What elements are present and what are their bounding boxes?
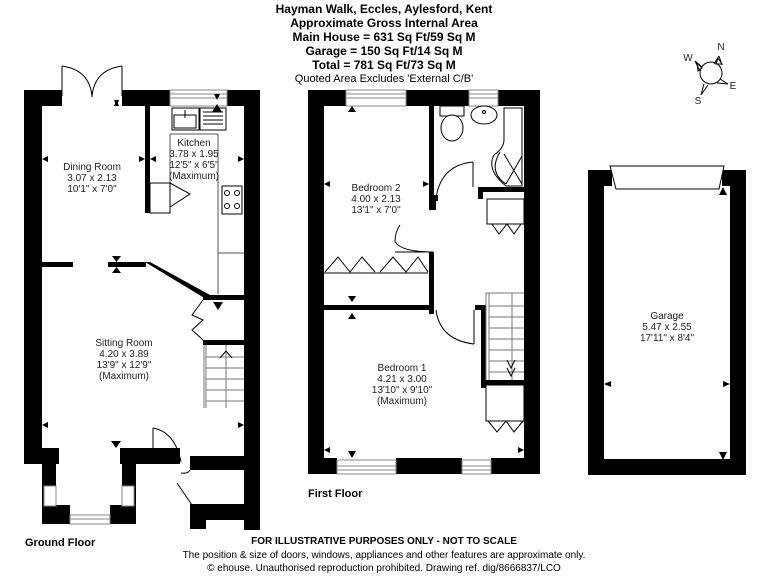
bay-window-icon	[43, 485, 135, 525]
room-imperial: 13'10" x 9'10"	[372, 385, 433, 396]
room-metric: 4.00 x 2.13	[351, 194, 401, 205]
first-floor-walls	[308, 90, 540, 474]
room-note: (Maximum)	[169, 171, 219, 182]
main-house-area: Main House = 631 Sq Ft/59 Sq M	[292, 30, 476, 44]
boiler-cupboard	[149, 182, 171, 214]
area-note: Quoted Area Excludes 'External C/B'	[294, 73, 474, 85]
basin-icon	[470, 105, 498, 125]
compass-s: S	[695, 96, 702, 107]
approximation-note: The position & size of doors, windows, a…	[182, 550, 586, 561]
staircase-icon	[485, 292, 524, 380]
room-name: Garage	[650, 311, 684, 322]
garage-area: Garage = 150 Sq Ft/14 Sq M	[305, 44, 463, 58]
room-name: Bedroom 1	[378, 363, 427, 374]
room-name: Sitting Room	[95, 338, 152, 349]
wardrobe-icon	[324, 198, 525, 433]
ground-floor-label: Ground Floor	[25, 537, 96, 549]
copyright-note: © ehouse. Unauthorised reproduction proh…	[207, 563, 561, 574]
compass-icon: N E S W	[683, 42, 736, 107]
total-area: Total = 781 Sq Ft/73 Sq M	[312, 58, 456, 72]
room-metric: 3.78 x 1.95	[169, 149, 219, 160]
room-imperial: 13'1" x 7'0"	[351, 205, 401, 216]
room-name: Dining Room	[63, 162, 121, 173]
front-door-icon	[152, 427, 193, 506]
ground-floor-plan: Dining Room 3.07 x 2.13 10'1" x 7'0" Kit…	[24, 65, 260, 530]
room-metric: 3.07 x 2.13	[67, 173, 117, 184]
area-title: Approximate Gross Internal Area	[290, 16, 478, 30]
garage-plan: Garage 5.47 x 2.55 17'11" x 8'4"	[588, 165, 746, 475]
property-address: Hayman Walk, Eccles, Aylesford, Kent	[275, 2, 493, 16]
room-imperial: 10'1" x 7'0"	[67, 184, 117, 195]
room-metric: 4.20 x 3.89	[99, 349, 149, 360]
room-note: (Maximum)	[99, 371, 149, 382]
room-metric: 4.21 x 3.00	[377, 374, 427, 385]
disclaimer: FOR ILLUSTRATIVE PURPOSES ONLY - NOT TO …	[251, 536, 517, 547]
compass-e: E	[730, 81, 737, 92]
room-note: (Maximum)	[377, 396, 427, 407]
ground-floor-walls	[24, 90, 260, 530]
window-icon	[336, 89, 499, 475]
garage-door-icon	[609, 165, 725, 190]
measurement-markers	[604, 187, 730, 460]
measurement-markers	[324, 106, 524, 458]
measurement-markers	[42, 94, 244, 448]
kitchen-units	[149, 107, 244, 294]
compass-w: W	[683, 53, 693, 64]
room-imperial: 12'5" x 6'5"	[169, 160, 219, 171]
first-floor-label: First Floor	[308, 488, 363, 500]
room-imperial: 13'9" x 12'9"	[97, 360, 152, 371]
room-metric: 5.47 x 2.55	[642, 322, 692, 333]
bathroom-fixtures	[439, 105, 523, 187]
shower-bath-icon	[491, 107, 523, 187]
hob-icon	[221, 185, 243, 215]
room-name: Bedroom 2	[352, 183, 401, 194]
french-doors-icon	[61, 65, 123, 98]
cupboard-door-icon	[191, 299, 204, 341]
first-floor-plan: Bedroom 2 4.00 x 2.13 13'1" x 7'0" Bedro…	[308, 89, 540, 475]
room-name: Kitchen	[177, 138, 210, 149]
staircase-icon	[203, 345, 244, 408]
door-icon	[394, 161, 475, 345]
compass-n: N	[717, 42, 724, 53]
garage-walls	[588, 170, 746, 475]
window-icon	[169, 89, 228, 107]
room-imperial: 17'11" x 8'4"	[640, 333, 695, 344]
